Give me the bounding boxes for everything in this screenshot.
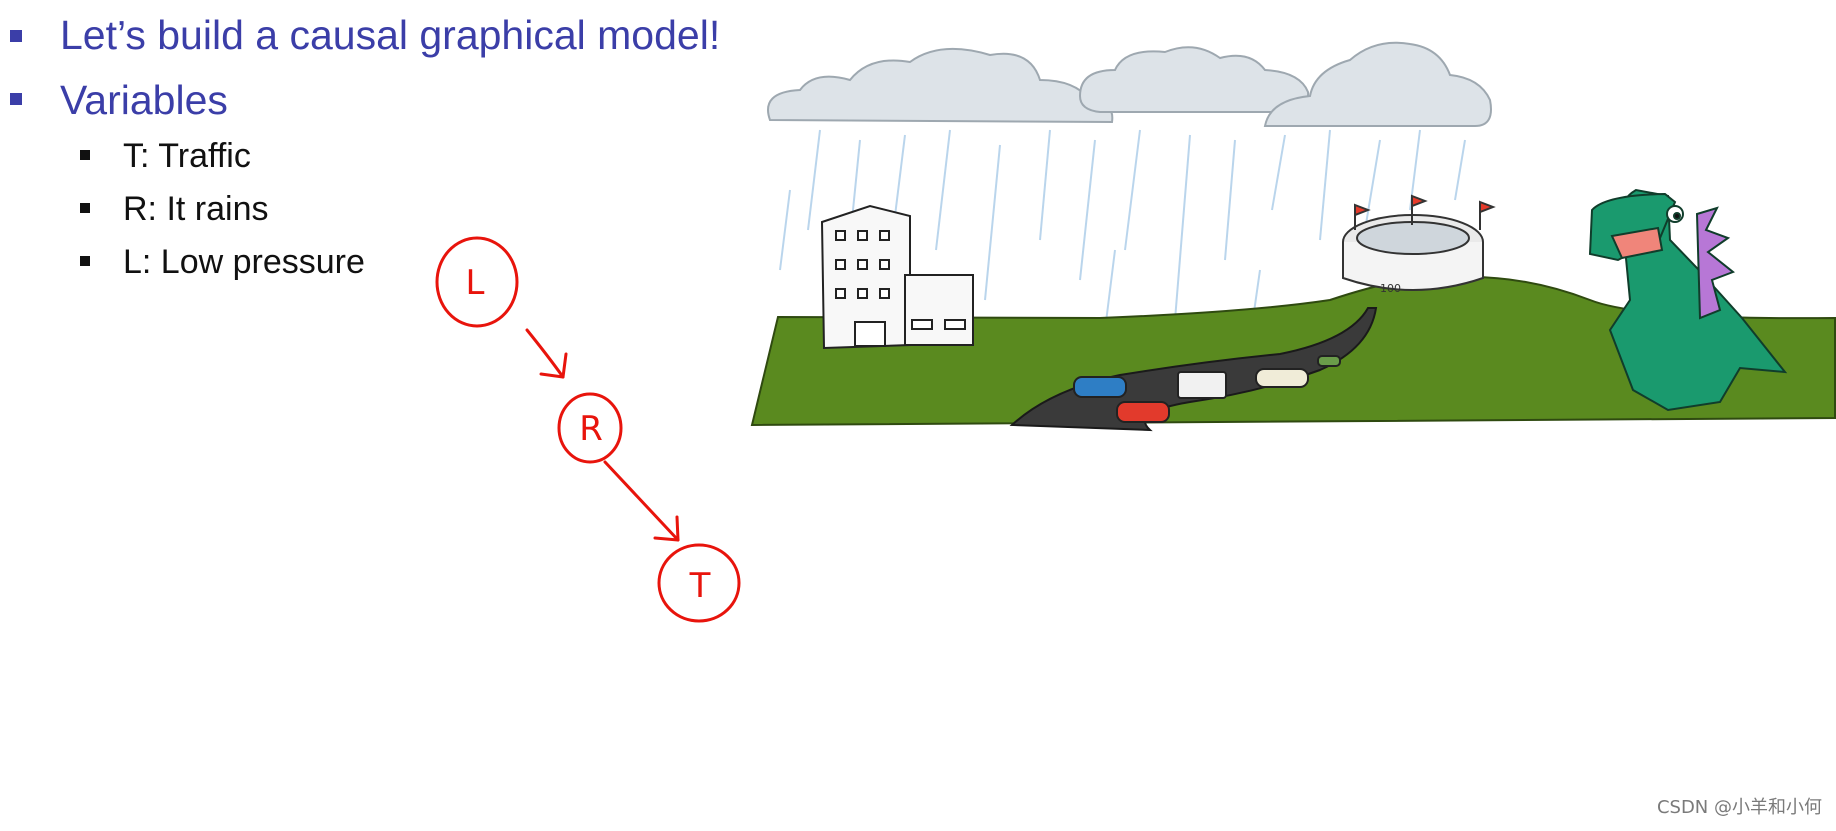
monster-character xyxy=(1588,188,1788,412)
node-r: R xyxy=(557,392,623,464)
bullet-marker xyxy=(10,93,22,105)
node-t-label: T xyxy=(689,566,711,606)
sub-bullet-marker xyxy=(80,150,90,160)
road xyxy=(1009,307,1378,432)
clouds xyxy=(767,41,1492,127)
node-l: L xyxy=(435,236,519,328)
variable-l: L: Low pressure xyxy=(123,243,365,281)
edge-l-r xyxy=(525,328,568,379)
node-l-circle xyxy=(435,236,519,328)
variables-heading: Variables xyxy=(60,77,228,123)
sub-bullet-marker xyxy=(80,203,90,213)
node-l-label: L xyxy=(466,263,485,303)
sub-bullet-marker xyxy=(80,256,90,266)
edge-r-t xyxy=(603,460,680,542)
stadium-sign: 100 xyxy=(1380,282,1401,295)
rain-streaks xyxy=(779,129,1466,341)
traffic-cars xyxy=(1073,355,1341,423)
office-building xyxy=(820,204,974,350)
variable-t: T: Traffic xyxy=(123,137,251,175)
node-t: T xyxy=(657,543,741,623)
watermark: CSDN @小羊和小何 xyxy=(1656,797,1822,818)
node-t-circle xyxy=(657,543,741,623)
variable-r: R: It rains xyxy=(123,190,269,228)
stadium: 100 xyxy=(1342,194,1496,295)
node-r-circle xyxy=(557,392,623,464)
slide-title: Let’s build a causal graphical model! xyxy=(60,12,721,58)
bullet-marker xyxy=(10,30,22,42)
node-r-label: R xyxy=(579,409,603,449)
